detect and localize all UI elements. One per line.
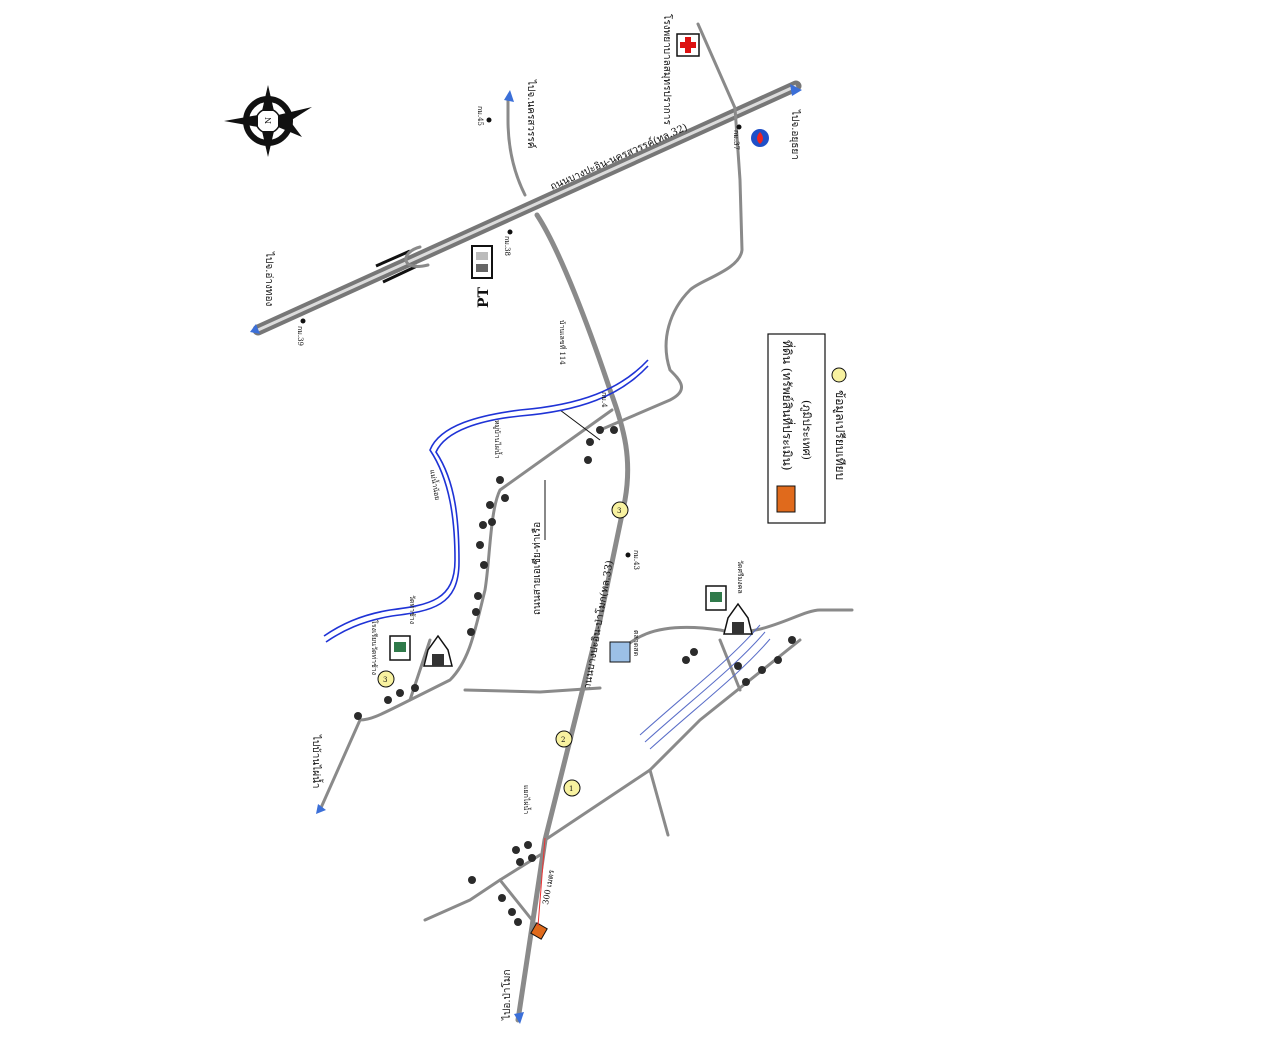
school-right-icon (705, 585, 727, 611)
market-label: ตลาดสด (632, 630, 640, 656)
point-2: 2 (555, 730, 573, 748)
arrow-down-left-icon (316, 804, 326, 814)
hospital-label: โรงพยาบาลสมุทรปราการ (661, 14, 674, 125)
to-bangkok: ไปจ.อยุธยา (789, 109, 801, 160)
km-marker-43: กม.43 (632, 550, 640, 570)
arrow-sw-icon (250, 324, 260, 334)
arrow-up-icon (504, 90, 514, 102)
svg-text:2: 2 (561, 736, 565, 744)
school-icon (389, 635, 411, 661)
svg-text:3: 3 (617, 507, 621, 515)
to-ban-phai-nam: ไปบ้านไผ่น้ำ (310, 734, 324, 789)
temple-right-icon (723, 602, 753, 635)
hospital-icon (676, 33, 700, 57)
legend: ที่ดิน (ทรัพย์สินที่ประเมิน) (ภูมิประเทศ… (767, 333, 847, 524)
local-road-label: ถนนสายเอเชีย-ท่าเรือ (531, 522, 543, 615)
point-3b: 3 (377, 670, 395, 688)
km-marker-39: กม.39 (296, 326, 304, 346)
junction-label: แยกไผ่น้ำ (522, 785, 533, 814)
gas-station-icon (751, 129, 769, 147)
legend-comparison-swatch (831, 367, 847, 383)
arrow-ne-icon (790, 84, 802, 96)
secondary-road-label: ถนนบางปะอิน-ป่าโมก(ทล.33) (580, 559, 616, 690)
temple-icon (423, 634, 453, 667)
highway-label: ถนนบางปะอิน-นครสวรรค์(ทล.32) (548, 121, 689, 193)
school-label: โรงเรียนวัดท่าช้าง (370, 620, 379, 675)
distance-label: 300 เมตร (541, 868, 556, 905)
to-pa-mok: ไปอ.ป่าโมก (500, 969, 513, 1021)
svg-text:3: 3 (383, 676, 387, 684)
point-3a: 3 (611, 501, 629, 519)
pt-label: PT (476, 286, 492, 308)
svg-text:1: 1 (569, 785, 573, 793)
legend-item1-sub: (ภูมิประเทศ) (800, 400, 813, 460)
km-marker-37: กม.37 (732, 130, 740, 150)
houses (354, 426, 796, 926)
highway-32 (252, 80, 802, 336)
km-marker-38: กม.38 (503, 236, 511, 256)
subject-parcel (530, 922, 548, 940)
legend-parcel-swatch (776, 485, 796, 513)
market-icon (609, 641, 631, 663)
pt-station-icon (471, 245, 493, 279)
compass-letter: N (264, 117, 273, 124)
legend-item2: ข้อมูลเปรียบเทียบ (832, 390, 847, 480)
km-marker-45: กม.45 (476, 106, 484, 126)
arrow-down-icon (514, 1012, 524, 1024)
to-ang-thong: ไปจ.อ่างทอง (263, 251, 275, 307)
village-top-label: บ้านเลขที่ 114 (558, 320, 567, 365)
legend-item1: ที่ดิน (ทรัพย์สินที่ประเมิน) (780, 340, 796, 471)
to-nakhon-sawan: ไปจ.นครสวรรค์ (525, 79, 537, 148)
north-arrow-icon: N (224, 85, 312, 157)
point-1: 1 (563, 779, 581, 797)
temple-right-label: วัดศรีมงคล (736, 560, 744, 594)
km-marker-4: กม.4 (600, 392, 608, 408)
village-label: หมู่บ้านไผ่น้ำ (493, 420, 504, 459)
temple-left-label: วัดท่าช้าง (408, 595, 416, 624)
